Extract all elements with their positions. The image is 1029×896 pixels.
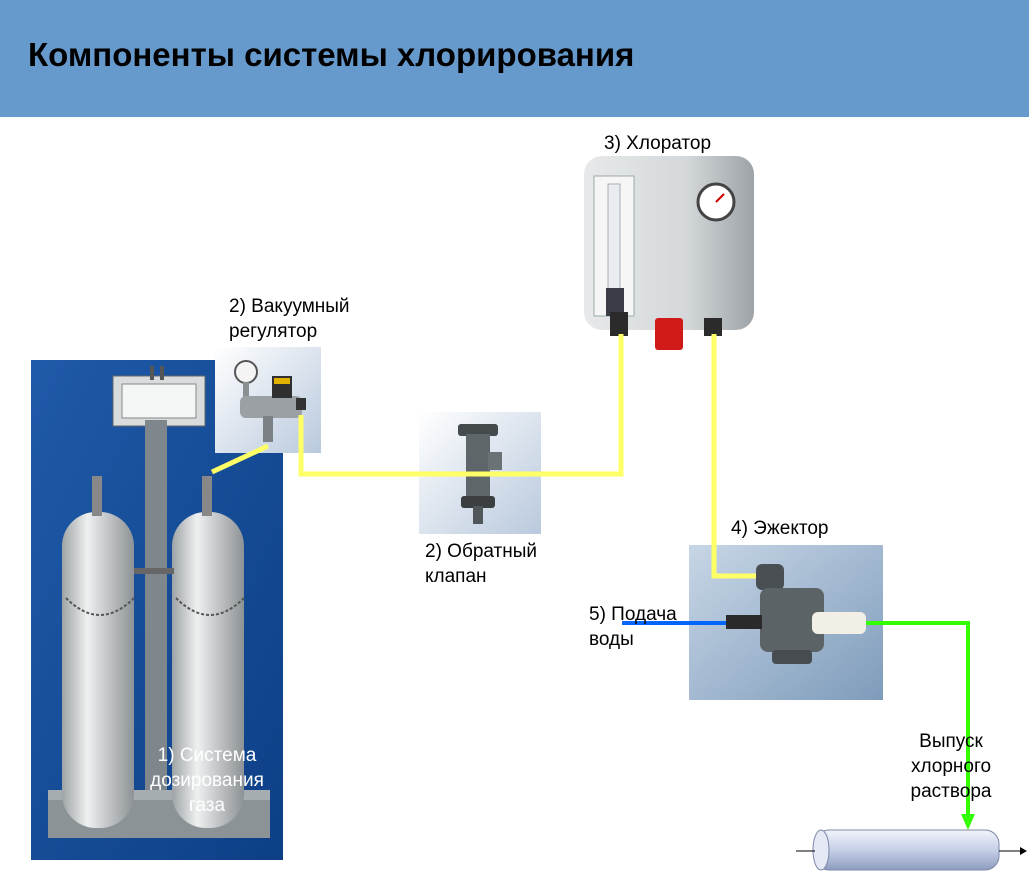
label-vacuum-regulator: 2) Вакуумный регулятор bbox=[229, 296, 350, 342]
header-bar: Компоненты системы хлорирования bbox=[0, 0, 1029, 117]
gas-system-photo bbox=[31, 360, 283, 860]
solution-line bbox=[866, 621, 970, 818]
vacuum-regulator-photo bbox=[215, 347, 321, 453]
solution-arrow-head bbox=[961, 814, 975, 830]
line-cylinder-to-regulator bbox=[210, 443, 270, 475]
line-regulator-to-chlorinator bbox=[298, 334, 624, 477]
label-ejector: 4) Эжектор bbox=[731, 518, 829, 539]
label-gas-system: 1) Система дозирования газа bbox=[150, 745, 264, 816]
chlorinator-photo bbox=[584, 156, 754, 350]
label-water-supply: 5) Подача воды bbox=[589, 604, 677, 650]
label-outlet: Выпуск хлорного раствора bbox=[910, 731, 992, 802]
label-check-valve: 2) Обратный клапан bbox=[425, 541, 538, 587]
label-chlorinator: 3) Хлоратор bbox=[604, 133, 712, 154]
page-title: Компоненты системы хлорирования bbox=[28, 36, 635, 73]
outlet-pipe bbox=[796, 829, 1027, 871]
line-chlorinator-to-ejector bbox=[711, 334, 756, 579]
gas-lines bbox=[210, 334, 756, 579]
